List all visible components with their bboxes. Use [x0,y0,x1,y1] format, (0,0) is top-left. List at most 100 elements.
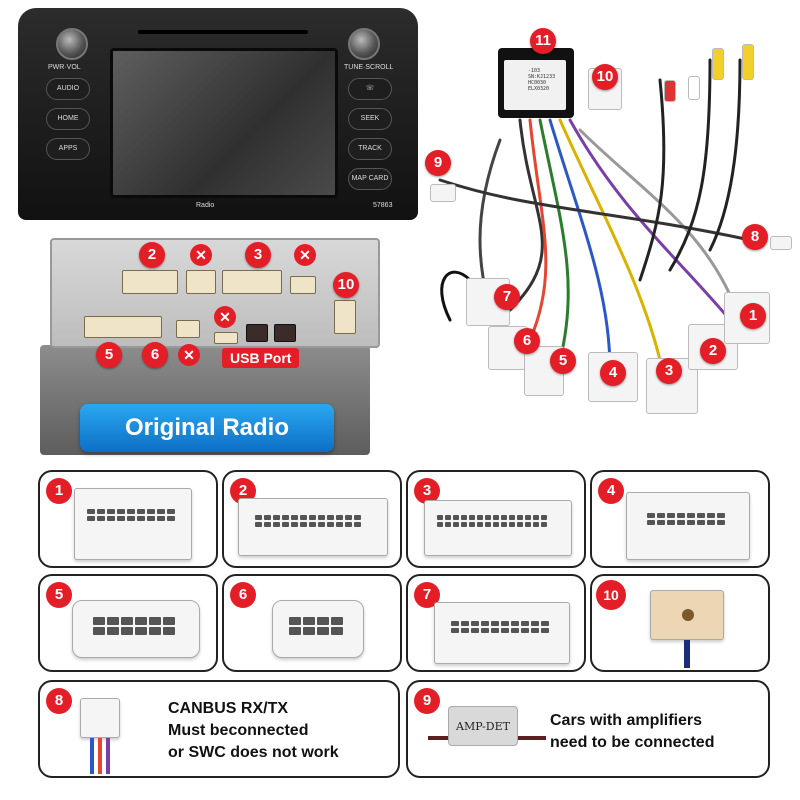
harness-badge-9: 9 [425,150,451,176]
canbus-sticker [504,60,566,110]
amp-note-text: Cars with amplifiers need to be connecte… [550,710,714,754]
socket-10 [334,300,356,334]
harness-badge-4: 4 [600,360,626,386]
harness-plug-9 [430,184,456,202]
usb-socket-a [246,324,268,342]
connector-cell-4: 4 [590,470,770,568]
socket-unused-b [290,276,316,294]
seek-button: SEEK [348,108,392,130]
canbus-sticker-text: -103 SN:KJ1233 HC0030 ELX0320 [528,68,555,92]
note-badge-9: 9 [414,688,440,714]
radio-badge-3: 3 [245,242,271,268]
radio-badge-10: 10 [333,272,359,298]
socket-unused-d [214,332,238,344]
connector-1-pins [87,509,175,521]
rca-white [688,76,700,100]
connector-10-wire [684,640,690,668]
note-cell-amp: 9 AMP-DET Cars with amplifiers need to b… [406,680,770,778]
sticker-line-3: HC0030 [528,80,547,86]
harness-badge-10: 10 [592,64,618,90]
connector-badge-6: 6 [230,582,256,608]
radio-x-badge-d: ✕ [178,344,200,366]
socket-2 [122,270,178,294]
connector-badge-1: 1 [46,478,72,504]
usb-socket-b [274,324,296,342]
harness-badge-5: 5 [550,348,576,374]
harness-badge-6: 6 [514,328,540,354]
radio-x-badge-b: ✕ [294,244,316,266]
pwr-vol-label: PWR·VOL [48,64,81,71]
wiring-harness-illustration [438,58,752,372]
canbus-note-line-2: Must beconnected [168,722,309,739]
radio-back-panel [50,238,380,348]
original-radio-caption: Original Radio [80,404,334,452]
map-card-button: MAP CARD [348,168,392,190]
socket-3 [222,270,282,294]
connector-5-plug [72,600,200,658]
connector-cell-5: 5 [38,574,218,672]
canbus-wire-purple [106,738,110,774]
connector-cell-7: 7 [406,574,586,672]
connector-3-pins [437,515,547,527]
connector-badge-10: 10 [596,580,626,610]
canbus-plug [80,698,120,738]
tune-knob [348,28,380,60]
connector-cell-2: 2 [222,470,402,568]
connector-badge-4: 4 [598,478,624,504]
audio-button: AUDIO [46,78,90,100]
cd-slot [138,30,308,34]
connector-6-pins [289,617,343,635]
model-label: 57863 [373,202,393,209]
connector-1-plug [74,488,192,560]
connector-10-pin [682,609,694,621]
sticker-line-2: SN:KJ1233 [528,74,556,80]
connector-2-plug [238,498,388,556]
connector-badge-3: 3 [414,478,440,504]
connector-3-plug [424,500,572,556]
note-badge-8: 8 [46,688,72,714]
harness-badge-2: 2 [700,338,726,364]
radio-badge-6: 6 [142,342,168,368]
harness-badge-7: 7 [494,284,520,310]
track-button: TRACK [348,138,392,160]
connector-7-plug [434,602,570,664]
radio-x-badge-c: ✕ [214,306,236,328]
rca-red [664,80,676,102]
radio-badge-2: 2 [139,242,165,268]
tune-scroll-label: TUNE·SCROLL [344,64,394,71]
connector-badge-5: 5 [46,582,72,608]
canbus-note-text: CANBUS RX/TX Must beconnected or SWC doe… [168,698,339,764]
amp-note-line-2: need to be connected [550,734,715,751]
sticker-line-4: ELX0320 [528,86,550,92]
apps-button: APPS [46,138,90,160]
harness-badge-1: 1 [740,303,766,329]
canbus-note-line-1: CANBUS RX/TX [168,700,289,717]
amp-note-line-1: Cars with amplifiers [550,712,703,729]
radio-x-badge-a: ✕ [190,244,212,266]
usb-port-label: USB Port [222,348,300,368]
canbus-note-line-3: or SWC does not work [168,744,339,761]
phone-button: ☏ [348,78,392,100]
harness-badge-11: 11 [530,28,556,54]
connector-7-pins [451,621,549,633]
connector-cell-1: 1 [38,470,218,568]
head-unit-front: PWR·VOL TUNE·SCROLL AUDIO HOME APPS ☏ SE… [18,8,418,220]
display-screen [110,48,338,198]
volume-knob [56,28,88,60]
connector-cell-6: 6 [222,574,402,672]
socket-unused-a [186,270,216,294]
sticker-line-1: -103 [528,68,541,74]
connector-4-plug [626,492,750,560]
amp-det-tag: AMP-DET [448,706,518,746]
home-button: HOME [46,108,90,130]
connector-6-plug [272,600,364,658]
socket-5-6 [84,316,162,338]
rca-yellow-b [742,44,754,80]
harness-badge-3: 3 [656,358,682,384]
connector-5-pins [93,617,175,635]
radio-badge-5: 5 [96,342,122,368]
connector-10-plug [650,590,724,640]
note-cell-canbus: 8 CANBUS RX/TX Must beconnected or SWC d… [38,680,400,778]
canbus-wire-red [98,738,102,774]
socket-unused-c [176,320,200,338]
